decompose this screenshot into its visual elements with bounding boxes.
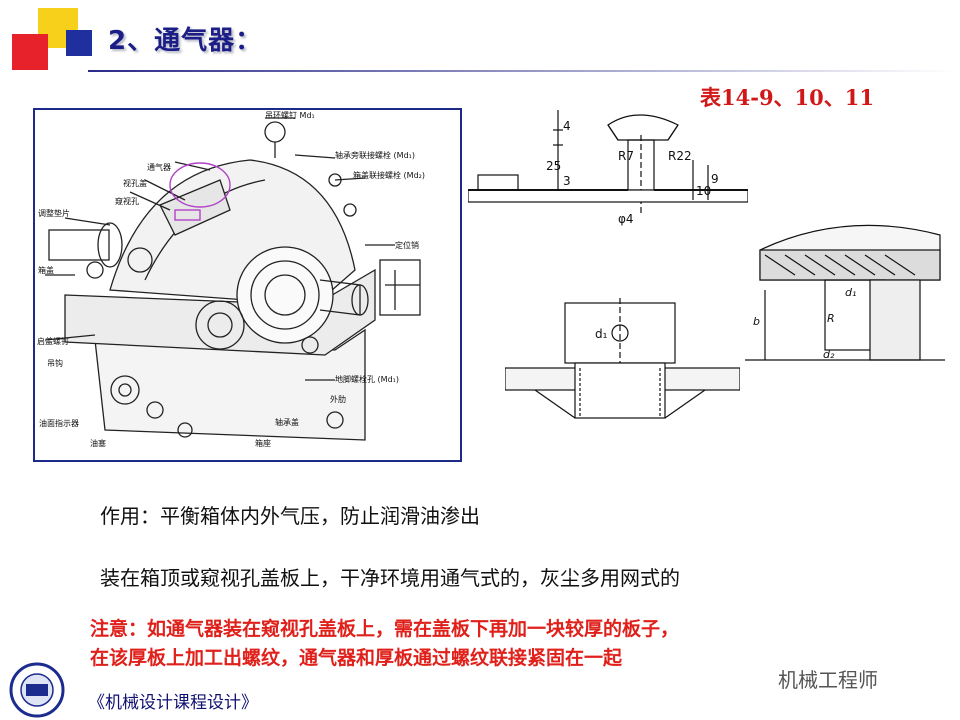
label-anchor-hole: 地脚螺栓孔 (Md₁)	[335, 374, 399, 384]
note-line-1: 注意：如通气器装在窥视孔盖板上，需在盖板下再加一块较厚的板子，	[90, 618, 680, 640]
gearbox-figure: 吊环螺钉 Md₁ 通气器 轴承旁联接螺栓 (Md₁) 视孔盖 箱盖联接螺栓 (M…	[33, 108, 462, 462]
thick-plate-drawing: d₁	[505, 298, 740, 419]
dim-right-b: b	[753, 315, 760, 328]
table-reference: 表14-9、10、11	[700, 85, 874, 110]
label-bearing-cap: 轴承盖	[275, 417, 299, 427]
body-function: 作用：平衡箱体内外气压，防止润滑油渗出	[100, 504, 480, 528]
dim-3: 3	[563, 174, 571, 188]
label-oil-gauge: 油面指示器	[39, 418, 79, 428]
dim-25: 25	[546, 159, 561, 173]
label-cover-bolt: 箱盖联接螺栓 (Md₂)	[353, 170, 425, 180]
note-line-2: 在该厚板上加工出螺纹，通气器和厚板通过螺纹联接紧固在一起	[90, 647, 623, 669]
mesh-breather-drawing: d₁ b R d₂	[745, 224, 945, 361]
label-peephole: 窥视孔	[115, 196, 139, 206]
breather-highlight	[169, 162, 231, 208]
header-divider	[88, 70, 956, 72]
label-dowel-pin: 定位销	[395, 240, 419, 250]
label-base: 箱座	[255, 438, 271, 448]
dim-r7: R7	[618, 149, 634, 163]
label-cover: 箱盖	[38, 265, 54, 275]
university-logo-icon	[9, 662, 65, 718]
dim-phi4: φ4	[618, 212, 634, 226]
dim-right-d2: d₂	[823, 348, 835, 361]
label-bearing-bolt: 轴承旁联接螺栓 (Md₁)	[335, 150, 415, 160]
dim-mid-d1: d₁	[595, 327, 608, 341]
label-sight-cover: 视孔盖	[123, 178, 147, 188]
dim-4: 4	[563, 119, 571, 133]
watermark-text: 机械工程师	[778, 668, 878, 692]
label-hook: 吊钩	[47, 358, 63, 368]
label-shim: 调整垫片	[38, 208, 70, 218]
corner-square-red	[12, 34, 48, 70]
label-breather: 通气器	[147, 162, 171, 172]
body-installation: 装在箱顶或窥视孔盖板上，干净环境用通气式的，灰尘多用网式的	[100, 566, 680, 590]
label-rib: 外肋	[330, 394, 346, 404]
dim-right-d1: d₁	[845, 286, 856, 299]
course-title: 《机械设计课程设计》	[88, 693, 258, 713]
dim-r22: R22	[668, 149, 692, 163]
label-lifting-screw: 吊环螺钉 Md₁	[265, 110, 315, 120]
slide-title: 2、通气器：	[108, 26, 263, 56]
breather-section-drawing: 4 25 R7 R22 3 10 9 φ4	[468, 110, 748, 226]
label-jack-screw: 启盖螺钉	[37, 336, 69, 346]
label-oil-plug: 油塞	[90, 438, 106, 448]
corner-square-blue	[66, 30, 92, 56]
dim-9: 9	[711, 172, 719, 186]
dim-10: 10	[696, 184, 711, 198]
dim-right-r: R	[827, 312, 835, 325]
gearbox-drawing: 吊环螺钉 Md₁ 通气器 轴承旁联接螺栓 (Md₁) 视孔盖 箱盖联接螺栓 (M…	[37, 110, 425, 448]
